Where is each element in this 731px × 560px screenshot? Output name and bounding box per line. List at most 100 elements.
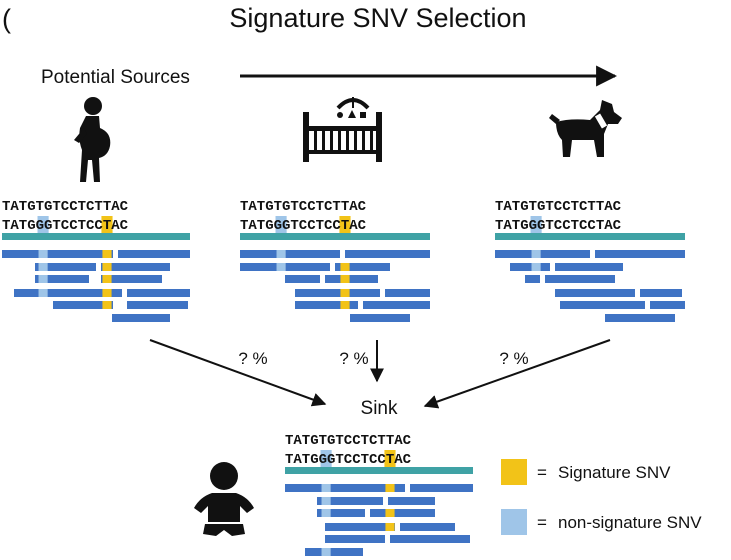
panel-letter: ( xyxy=(2,4,11,34)
non-signature-snv-swatch xyxy=(501,509,527,535)
signature-snv-mark xyxy=(385,484,395,492)
crib-reads-panel: TATGTGTCCTCTTAC TATGGGTCCTCCTAC xyxy=(240,199,430,322)
signature-snv-highlight xyxy=(101,216,113,235)
legend-signature-equals: = xyxy=(537,463,547,482)
crib-icon xyxy=(303,97,382,162)
sequencing-read xyxy=(101,263,170,271)
reference-sequence-top: TATGTGTCCTCTTAC xyxy=(2,199,129,215)
dog-percent-label: ? % xyxy=(499,349,528,368)
legend-non-signature-equals: = xyxy=(537,513,547,532)
sequencing-read xyxy=(605,314,675,322)
crib-percent-label: ? % xyxy=(339,349,368,368)
sequencing-read xyxy=(285,484,405,492)
dog-to-sink-arrow xyxy=(423,339,611,409)
sequencing-read xyxy=(595,250,685,258)
non-signature-snv-mark xyxy=(38,263,48,271)
signature-snv-mark xyxy=(102,263,112,271)
legend-non-signature-label: non-signature SNV xyxy=(558,513,702,532)
sequencing-read xyxy=(2,250,113,258)
signature-snv-mark xyxy=(102,250,112,258)
reference-bar xyxy=(240,233,430,240)
non-signature-snv-highlight xyxy=(320,450,332,469)
sequencing-read xyxy=(112,314,170,322)
sequencing-read xyxy=(325,535,385,543)
dog-icon xyxy=(549,100,622,157)
non-signature-snv-mark xyxy=(38,289,48,297)
sequencing-read xyxy=(285,275,320,283)
mother-reads-panel: TATGTGTCCTCTTAC TATGGGTCCTCCTAC xyxy=(2,199,190,322)
non-signature-snv-mark xyxy=(38,275,48,283)
sequencing-read xyxy=(101,275,162,283)
legend-signature-label: Signature SNV xyxy=(558,463,671,482)
baby-icon xyxy=(194,462,254,536)
non-signature-snv-mark xyxy=(276,263,286,271)
sequencing-read xyxy=(388,497,435,505)
potential-sources-label: Potential Sources xyxy=(41,67,190,88)
sequencing-read xyxy=(35,263,96,271)
sequencing-read xyxy=(317,509,365,517)
signature-snv-highlight xyxy=(384,450,396,469)
signature-snv-mark xyxy=(340,263,350,271)
sequencing-read xyxy=(640,289,682,297)
sequencing-read xyxy=(560,301,645,309)
reference-sequence-top: TATGTGTCCTCTTAC xyxy=(495,199,622,215)
signature-snv-mark xyxy=(340,289,350,297)
sequencing-read xyxy=(350,314,410,322)
reference-bar xyxy=(2,233,190,240)
signature-snv-swatch xyxy=(501,459,527,485)
sequencing-read xyxy=(317,497,383,505)
sequencing-read xyxy=(127,289,190,297)
mother-to-sink-arrow xyxy=(149,339,327,407)
sequencing-read xyxy=(295,289,380,297)
reference-sequence-bottom: TATGGGTCCTCCTAC xyxy=(2,218,129,234)
sequencing-read xyxy=(525,275,540,283)
non-signature-snv-mark xyxy=(531,263,541,271)
sequencing-read xyxy=(510,263,550,271)
non-signature-snv-mark xyxy=(321,548,331,556)
non-signature-snv-highlight xyxy=(275,216,287,235)
sequencing-read xyxy=(495,250,590,258)
legend: = Signature SNV = non-signature SNV xyxy=(501,459,702,535)
sequencing-read xyxy=(385,289,430,297)
sequencing-read xyxy=(555,263,623,271)
reference-sequence-top: TATGTGTCCTCTTAC xyxy=(240,199,367,215)
mother-percent-label: ? % xyxy=(238,349,267,368)
signature-snv-highlight xyxy=(339,216,351,235)
sequencing-read xyxy=(325,523,395,531)
sequencing-read xyxy=(305,548,363,556)
sequencing-read xyxy=(53,301,113,309)
sequencing-read xyxy=(127,301,188,309)
sequencing-read xyxy=(14,289,122,297)
sequencing-read xyxy=(118,250,190,258)
signature-snv-mark xyxy=(340,275,350,283)
sequencing-read xyxy=(400,523,455,531)
sequencing-read xyxy=(325,275,378,283)
non-signature-snv-highlight xyxy=(530,216,542,235)
pregnant-woman-icon xyxy=(74,97,111,182)
non-signature-snv-mark xyxy=(38,250,48,258)
signature-snv-mark xyxy=(102,301,112,309)
signature-snv-mark xyxy=(385,509,395,517)
signature-snv-mark xyxy=(385,523,395,531)
sequencing-read xyxy=(410,484,473,492)
reference-sequence-top: TATGTGTCCTCTTAC xyxy=(285,433,412,449)
reference-sequence-bottom: TATGGGTCCTCCTAC xyxy=(240,218,367,234)
non-signature-snv-mark xyxy=(321,484,331,492)
sequencing-read xyxy=(363,301,430,309)
sequencing-read xyxy=(650,301,685,309)
sequencing-read xyxy=(35,275,89,283)
sequencing-read xyxy=(335,263,390,271)
non-signature-snv-mark xyxy=(276,250,286,258)
signature-snv-mark xyxy=(340,301,350,309)
reference-sequence-bottom: TATGGGTCCTCCTAC xyxy=(495,218,622,234)
signature-snv-mark xyxy=(102,275,112,283)
sequencing-read xyxy=(345,250,430,258)
sequencing-read xyxy=(390,535,470,543)
sequencing-read xyxy=(240,250,340,258)
sequencing-read xyxy=(555,289,635,297)
non-signature-snv-mark xyxy=(321,509,331,517)
sink-label: Sink xyxy=(361,398,398,419)
reference-bar xyxy=(495,233,685,240)
